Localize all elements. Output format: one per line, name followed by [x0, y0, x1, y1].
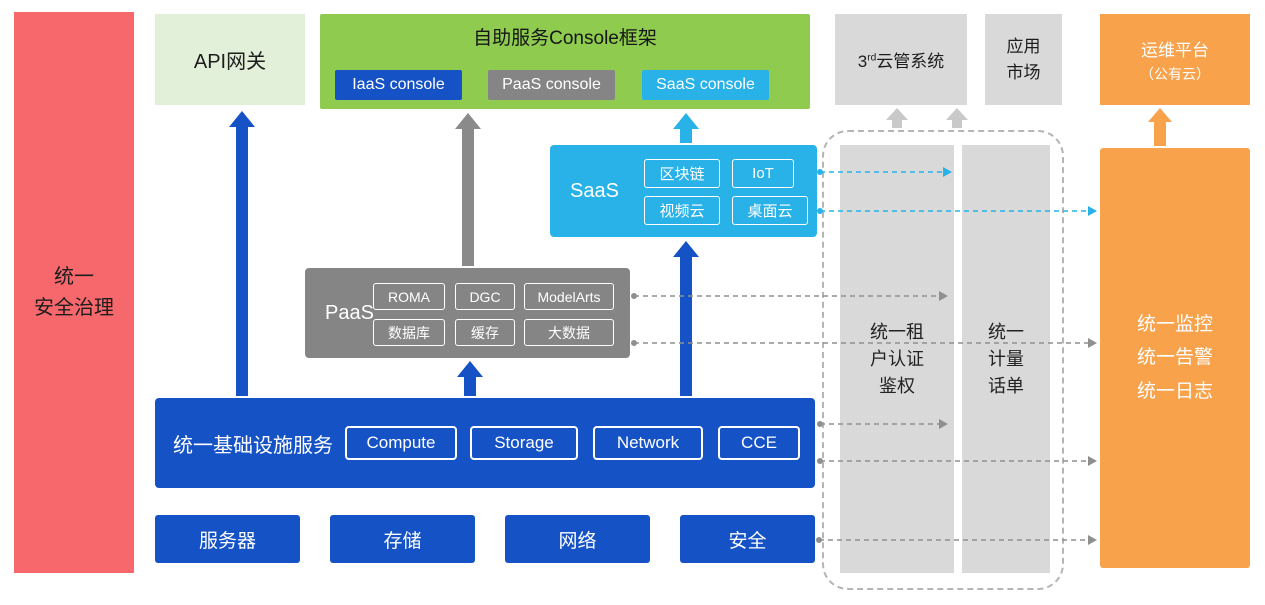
paas-item-modelarts-label: ModelArts — [537, 288, 601, 305]
saas-item-video-cloud: 视频云 — [644, 196, 720, 225]
saas-box: SaaS 区块链 IoT 视频云 桌面云 — [550, 145, 817, 237]
paas-item-cache-label: 缓存 — [471, 324, 499, 341]
paas-label: PaaS — [325, 301, 374, 324]
paas-item-roma: ROMA — [373, 283, 445, 310]
hardware-server-label: 服务器 — [198, 530, 256, 552]
ops-platform-box: 运维平台 （公有云） — [1100, 14, 1250, 105]
saas-item-desktop-cloud: 桌面云 — [732, 196, 808, 225]
saas-item-iot: IoT — [732, 159, 794, 188]
app-market-box: 应用 市场 — [985, 14, 1062, 105]
infra-item-compute: Compute — [345, 426, 457, 460]
arrow-infra-to-api-gateway — [229, 111, 255, 396]
app-market-label: 应用 市场 — [1006, 37, 1041, 82]
paas-item-database-label: 数据库 — [388, 324, 430, 341]
metering-bar: 统一 计量 话单 — [962, 145, 1050, 573]
api-gateway-box: API网关 — [155, 14, 305, 105]
third-party-cloud-label: 3rd云管系统 — [857, 52, 945, 71]
infrastructure-box: 统一基础设施服务 Compute Storage Network CCE — [155, 398, 815, 488]
hardware-storage-label: 存储 — [383, 530, 422, 552]
paas-item-dgc: DGC — [455, 283, 515, 310]
saas-console-chip: SaaS console — [642, 70, 769, 100]
infrastructure-label: 统一基础设施服务 — [173, 434, 333, 457]
saas-label: SaaS — [570, 179, 619, 202]
paas-box: PaaS ROMA DGC ModelArts 数据库 缓存 大数据 — [305, 268, 630, 358]
monitoring-label: 统一监控 统一告警 统一日志 — [1136, 314, 1213, 402]
infra-item-network: Network — [593, 426, 703, 460]
saas-item-iot-label: IoT — [752, 165, 774, 182]
paas-item-database: 数据库 — [373, 319, 445, 346]
paas-item-bigdata: 大数据 — [524, 319, 614, 346]
ops-platform-subtitle: （公有云） — [1140, 65, 1210, 82]
iaas-console-chip: IaaS console — [335, 70, 462, 100]
arrow-auth-to-third-party — [886, 108, 908, 128]
iaas-console-label: IaaS console — [352, 76, 445, 93]
infra-item-network-label: Network — [616, 433, 680, 452]
paas-console-label: PaaS console — [502, 76, 601, 93]
console-framework-title: 自助服务Console框架 — [473, 28, 657, 49]
monitoring-box: 统一监控 统一告警 统一日志 — [1100, 148, 1250, 568]
paas-item-cache: 缓存 — [455, 319, 515, 346]
metering-label: 统一 计量 话单 — [988, 321, 1024, 396]
saas-item-video-cloud-label: 视频云 — [659, 203, 705, 220]
console-framework-box: 自助服务Console框架 IaaS console PaaS console … — [320, 14, 810, 109]
saas-item-blockchain: 区块链 — [644, 159, 720, 188]
hardware-box-server: 服务器 — [155, 515, 300, 563]
paas-item-dgc-label: DGC — [469, 288, 501, 305]
hardware-box-network: 网络 — [505, 515, 650, 563]
hardware-security-label: 安全 — [728, 530, 767, 552]
infra-item-cce: CCE — [718, 426, 800, 460]
arrow-saas-to-console — [673, 113, 699, 143]
paas-item-bigdata-label: 大数据 — [548, 324, 590, 341]
saas-item-desktop-cloud-label: 桌面云 — [747, 203, 793, 220]
security-governance-label: 统一 安全治理 — [34, 265, 114, 319]
api-gateway-label: API网关 — [193, 51, 267, 73]
ops-platform-title: 运维平台 — [1141, 40, 1209, 60]
saas-item-blockchain-label: 区块链 — [659, 166, 705, 183]
third-party-cloud-box: 3rd云管系统 — [835, 14, 967, 105]
tenant-auth-label: 统一租 户认证 鉴权 — [870, 321, 924, 396]
infra-item-compute-label: Compute — [366, 433, 436, 452]
paas-item-modelarts: ModelArts — [524, 283, 614, 310]
arrow-paas-to-console — [455, 113, 481, 266]
arrow-monitoring-to-ops-platform — [1148, 108, 1172, 146]
paas-item-roma-label: ROMA — [388, 288, 430, 305]
paas-console-chip: PaaS console — [488, 70, 615, 100]
hardware-box-storage: 存储 — [330, 515, 475, 563]
hardware-box-security: 安全 — [680, 515, 815, 563]
arrow-infra-to-paas — [457, 361, 483, 396]
pipeline-dashed-outline — [822, 130, 1064, 590]
saas-console-label: SaaS console — [656, 76, 755, 93]
infra-item-cce-label: CCE — [741, 433, 777, 452]
hardware-network-label: 网络 — [558, 530, 597, 552]
security-governance-panel: 统一 安全治理 — [14, 12, 134, 573]
arrow-metering-to-third-party — [946, 108, 968, 128]
arrow-infra-to-saas — [673, 241, 699, 396]
infra-item-storage-label: Storage — [494, 433, 554, 452]
infra-item-storage: Storage — [470, 426, 578, 460]
tenant-auth-bar: 统一租 户认证 鉴权 — [840, 145, 954, 573]
